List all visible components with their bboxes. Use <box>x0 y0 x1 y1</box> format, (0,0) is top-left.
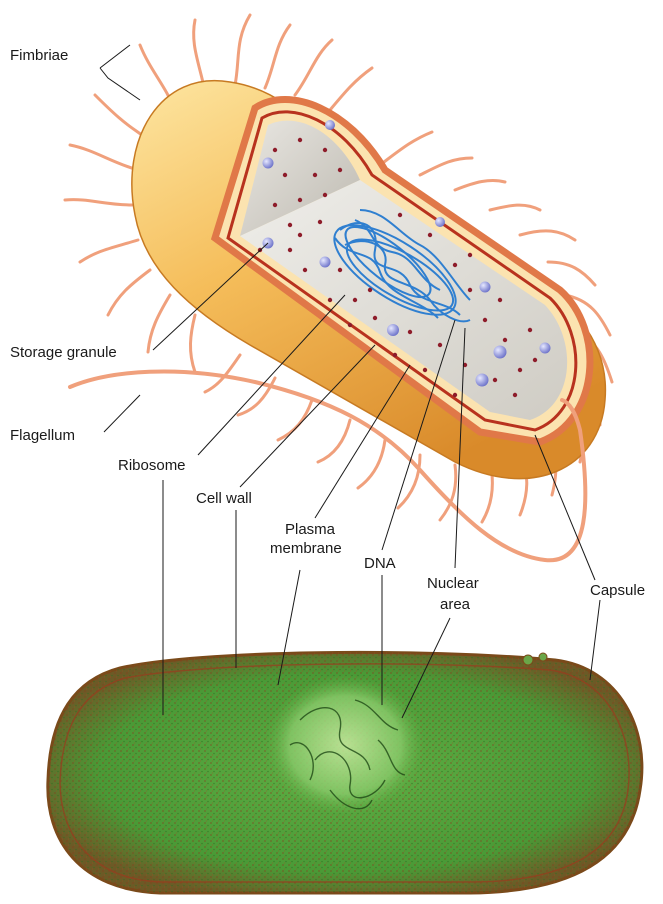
label-plasma-membrane-line2: membrane <box>270 540 342 557</box>
electron-micrograph <box>46 650 644 895</box>
leader-cell-wall-top <box>239 344 376 488</box>
leader-fimbriae <box>99 44 141 101</box>
flagellum <box>68 369 588 563</box>
label-cell-wall: Cell wall <box>196 490 252 507</box>
label-dna: DNA <box>364 555 396 572</box>
cytoplasm-surface <box>240 180 568 420</box>
ribosomes <box>257 137 538 398</box>
leader-plasma-membrane-top <box>314 364 411 519</box>
leader-plasma-membrane-bottom <box>277 569 301 686</box>
end-cut-face <box>240 120 360 236</box>
labels: Fimbriae Storage granule Flagellum Ribos… <box>10 47 645 613</box>
label-nuclear-area-line1: Nuclear <box>427 575 479 592</box>
leader-storage-granule <box>152 242 269 351</box>
plasma-membrane-rim <box>226 110 578 432</box>
label-fimbriae: Fimbriae <box>10 47 68 64</box>
leader-nuclear-area-top <box>454 327 466 569</box>
leader-ribosome-top <box>197 294 346 456</box>
leader-nuclear-area-bottom <box>401 617 451 719</box>
leader-capsule-top <box>534 434 596 581</box>
leader-dna-top <box>381 319 456 551</box>
label-ribosome: Ribosome <box>118 457 186 474</box>
leader-capsule-bottom <box>589 599 601 681</box>
leader-lines <box>99 44 601 719</box>
leader-flagellum <box>103 394 141 433</box>
label-capsule: Capsule <box>590 582 645 599</box>
label-flagellum: Flagellum <box>10 427 75 444</box>
label-plasma-membrane-line1: Plasma <box>285 521 336 538</box>
storage-granules <box>262 120 551 387</box>
label-nuclear-area-line2: area <box>440 596 471 613</box>
label-storage-granule: Storage granule <box>10 344 117 361</box>
dna-coil <box>333 209 471 323</box>
